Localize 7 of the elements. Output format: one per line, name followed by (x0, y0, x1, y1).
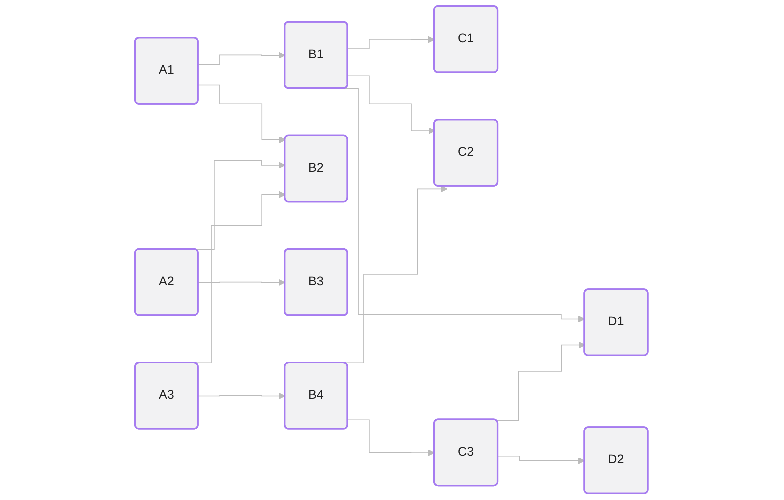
arrow (348, 420, 436, 456)
arrow (198, 392, 286, 400)
arrow (348, 36, 436, 50)
arrow (498, 456, 586, 464)
arrow (198, 279, 286, 286)
arrow (198, 52, 286, 66)
arrow (348, 76, 436, 134)
